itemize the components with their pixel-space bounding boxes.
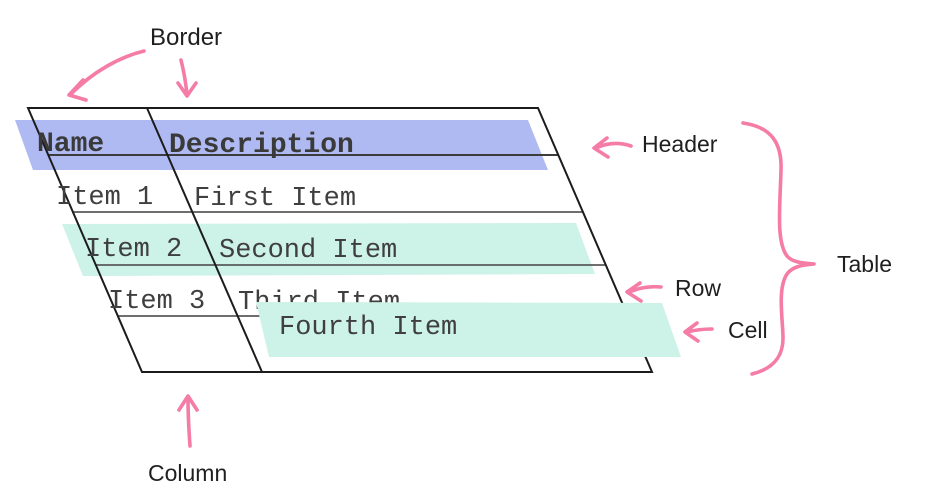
cell-item1: Item 1	[56, 183, 153, 213]
label-border: Border	[150, 24, 222, 51]
border-arrow-down-icon	[176, 58, 198, 98]
column-arrow-icon	[177, 394, 199, 448]
label-row: Row	[675, 275, 721, 301]
header-highlight-band	[15, 120, 548, 170]
border-arrow-left-icon	[67, 49, 146, 102]
label-column: Column	[148, 460, 227, 486]
cell-fourth-item: Fourth Item	[279, 313, 457, 343]
header-arrow-icon	[592, 136, 633, 159]
row-arrow-icon	[625, 281, 663, 303]
cell-item2: Item 2	[85, 235, 182, 265]
header-cell-name: Name	[37, 129, 104, 160]
column-divider-line	[146, 107, 263, 373]
label-table: Table	[837, 251, 892, 277]
label-header: Header	[642, 131, 718, 157]
cell-arrow-icon	[683, 321, 714, 343]
header-cell-description: Description	[169, 130, 354, 161]
table-brace-icon	[741, 121, 816, 376]
cell-item3: Item 3	[108, 287, 205, 317]
cell-first-item: First Item	[194, 184, 356, 214]
row2-highlight-band	[62, 223, 595, 276]
label-cell: Cell	[728, 317, 768, 343]
table-border-outline	[26, 107, 654, 373]
cell-highlight-band	[256, 302, 681, 357]
cell-second-item: Second Item	[219, 236, 397, 266]
